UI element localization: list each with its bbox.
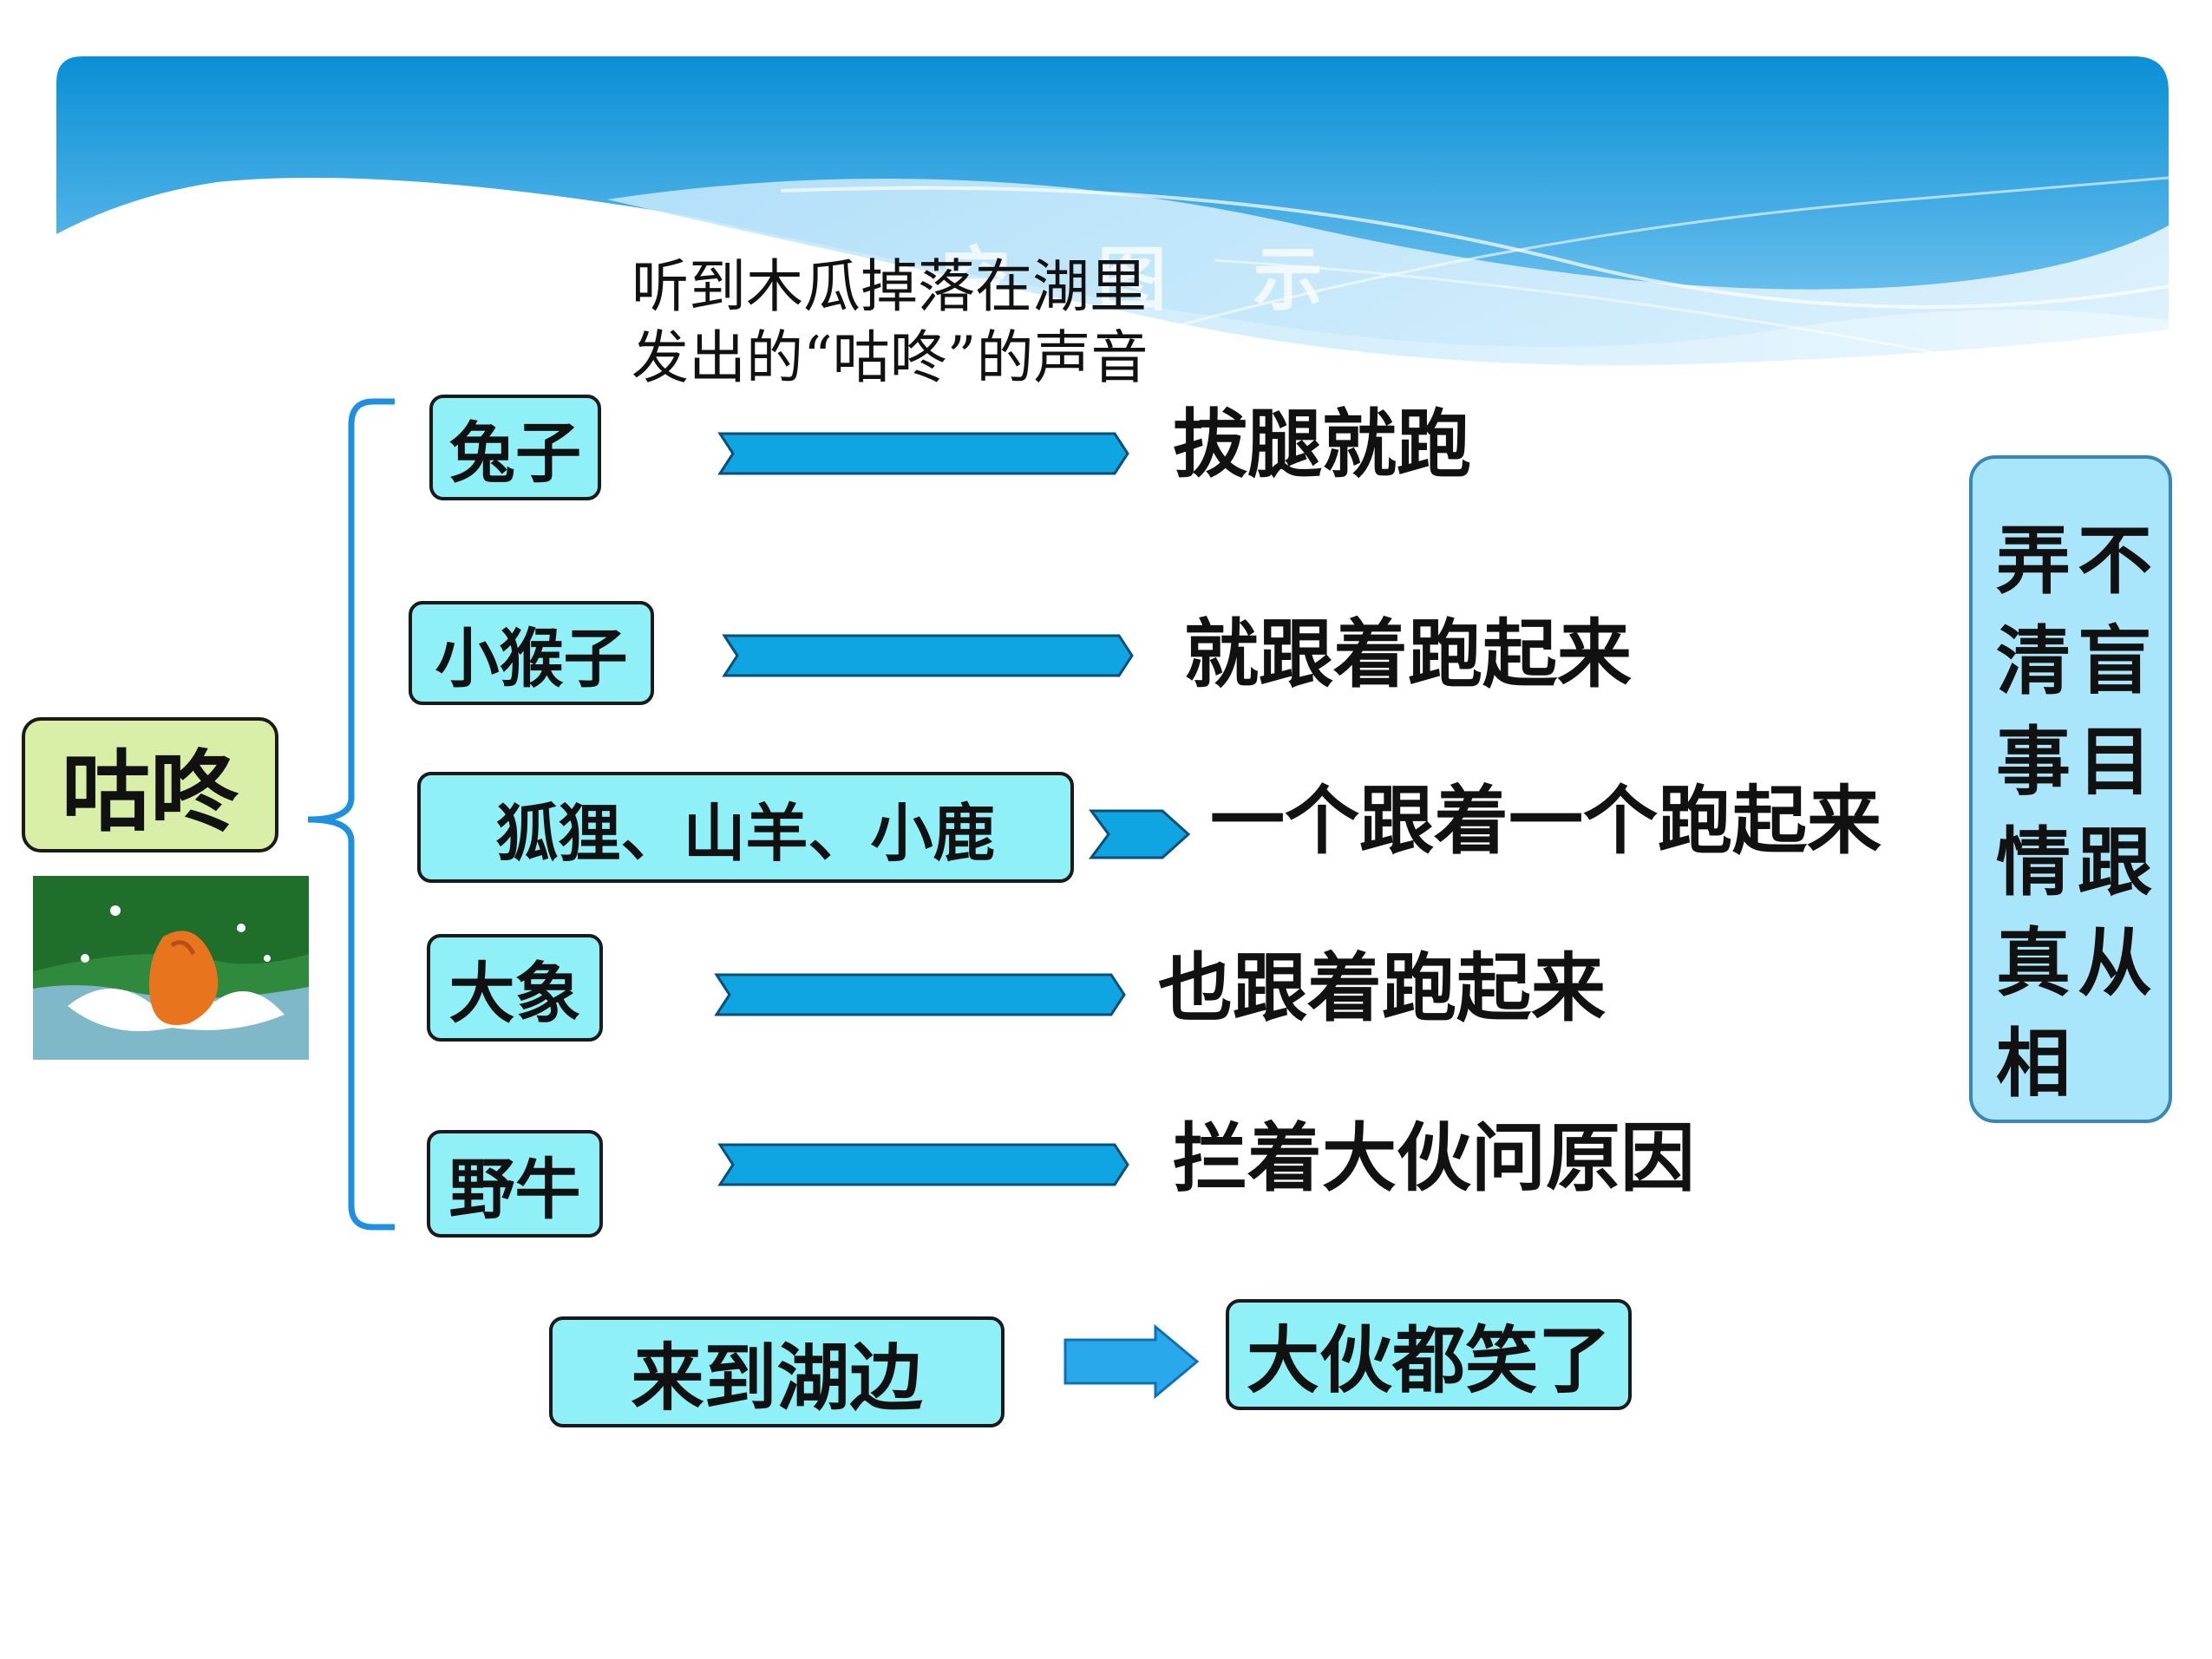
papaya-splash-picture bbox=[33, 876, 309, 1060]
cause-box: 来到湖边 bbox=[549, 1316, 1005, 1427]
source-box: 咕咚 bbox=[22, 717, 278, 852]
arrow-3 bbox=[1089, 809, 1191, 859]
reaction-fox-goat-deer: 一个跟着一个跑起来 bbox=[1210, 777, 1882, 865]
reaction-monkey: 就跟着跑起来 bbox=[1184, 611, 1632, 698]
animal-box-rabbit: 兔子 bbox=[429, 395, 601, 500]
reaction-bison: 拦着大伙问原因 bbox=[1173, 1114, 1695, 1202]
reaction-elephant: 也跟着跑起来 bbox=[1158, 944, 1606, 1032]
result-box: 大伙都笑了 bbox=[1226, 1299, 1632, 1410]
grouping-bracket bbox=[307, 398, 395, 1231]
animal-box-bison: 野牛 bbox=[427, 1130, 603, 1238]
header-banner bbox=[56, 56, 2169, 366]
conclusion-box: 不盲目跟从 弄清事情真相 bbox=[1969, 455, 2172, 1123]
conclusion-right-column: 不盲目跟从 bbox=[2078, 517, 2152, 1007]
arrow-1 bbox=[717, 432, 1129, 475]
conclusion-left-column: 弄清事情真相 bbox=[1996, 517, 2071, 1107]
header-title: 空 图 示 bbox=[941, 238, 1354, 320]
animal-box-fox-goat-deer: 狐狸、山羊、小鹿 bbox=[417, 772, 1074, 883]
animal-box-monkey: 小猴子 bbox=[409, 601, 654, 705]
arrow-5 bbox=[717, 1143, 1129, 1186]
reaction-rabbit: 拔腿就跑 bbox=[1173, 401, 1471, 488]
event-note: 听到木瓜掉落在湖里 发出的“咕咚”的声音 bbox=[632, 253, 1149, 391]
animal-box-elephant: 大象 bbox=[427, 934, 603, 1042]
arrow-4 bbox=[714, 973, 1126, 1016]
arrow-outcome bbox=[1063, 1323, 1200, 1400]
arrow-2 bbox=[722, 634, 1134, 677]
